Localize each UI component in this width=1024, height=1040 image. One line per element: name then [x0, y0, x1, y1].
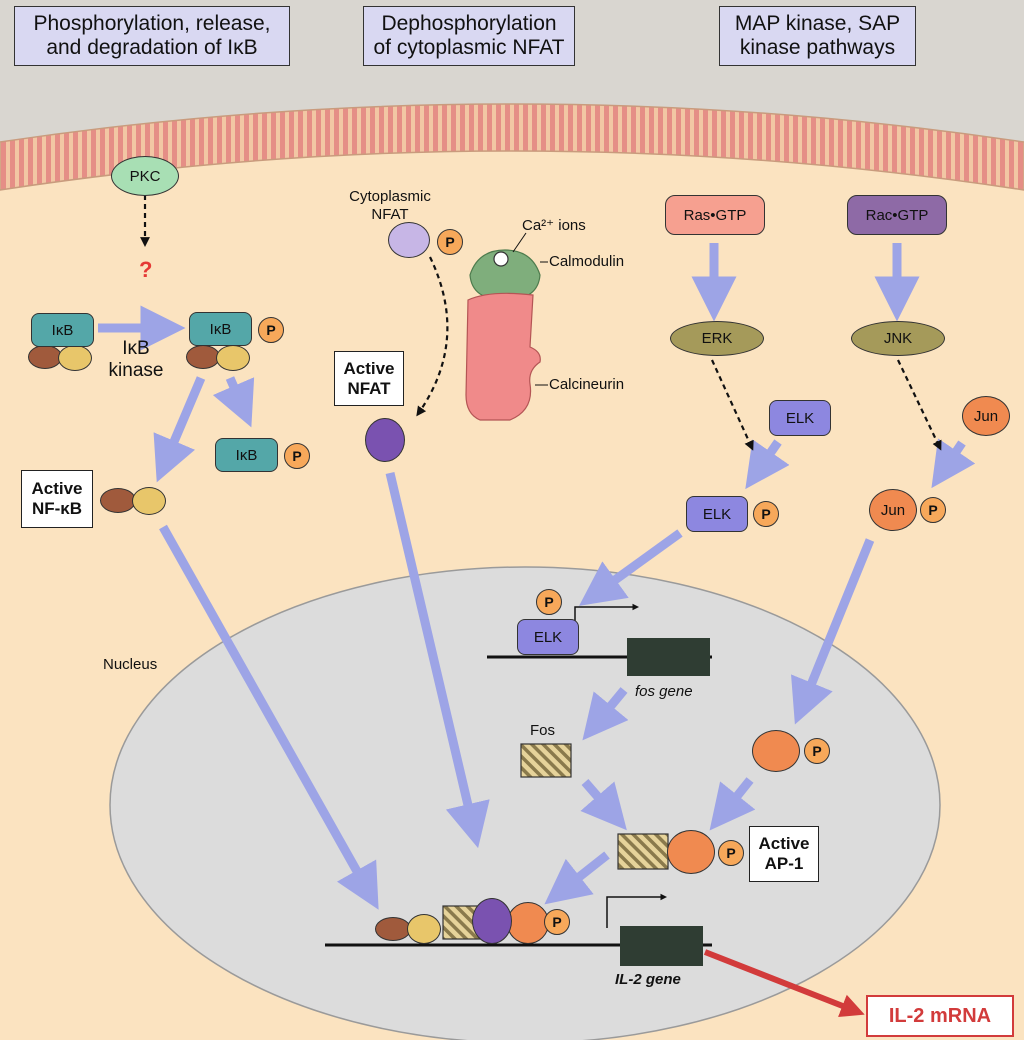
cytoplasmic-nfat-label: Cytoplasmic NFAT — [349, 188, 431, 223]
il2-mrna-box: IL-2 mRNA — [866, 995, 1014, 1037]
ikb-kinase-label: IκB kinase — [108, 338, 164, 381]
signal-arrows — [98, 243, 976, 910]
unknown-step-mark: ? — [139, 257, 153, 282]
plasma-membrane — [0, 103, 1024, 191]
active-ap1-box: Active AP-1 — [749, 826, 819, 882]
ikb-protein: IκB — [31, 313, 94, 347]
nfkb-subunit-yellow — [132, 487, 166, 515]
nfat-dephosphorylation-arrow — [416, 256, 449, 417]
erk-kinase: ERK — [670, 321, 764, 356]
fos-protein — [520, 743, 572, 778]
header-nfat-pathway: Dephosphorylation of cytoplasmic NFAT — [363, 6, 575, 66]
nfat-to-nucleus-arrow — [385, 471, 490, 849]
ras-gtp: Ras•GTP — [665, 195, 765, 235]
mrna-output-arrow — [703, 949, 865, 1018]
nfkb-to-nucleus-arrow — [159, 524, 379, 910]
phosphate-group: P — [920, 497, 946, 523]
jun-nuclear — [752, 730, 800, 772]
calcineurin-label: Calcineurin — [549, 376, 625, 393]
elk-protein-phosphorylated: ELK — [686, 496, 748, 532]
erk-to-elk-arrow — [710, 359, 754, 451]
ikb-protein: IκB — [189, 312, 252, 346]
nfkb-release-arrow — [153, 376, 206, 483]
ap1-fos — [617, 833, 669, 870]
ca-ions-leader — [512, 232, 527, 253]
ikb-degradation-arrow — [212, 376, 255, 428]
phosphate-group: P — [753, 501, 779, 527]
active-nfat — [365, 418, 405, 462]
active-nfkb-box: Active NF-κB — [21, 470, 93, 528]
jun-to-ap1-arrow — [709, 777, 756, 831]
jun-protein-phosphorylated: Jun — [869, 489, 917, 531]
ap1-to-il2-arrow — [544, 851, 610, 905]
il2-complex-nfat — [472, 898, 512, 944]
jnk-kinase: JNK — [851, 321, 945, 356]
elk-protein: ELK — [769, 400, 831, 436]
phosphate-group: P — [804, 738, 830, 764]
nfkb-subunit-brown — [186, 345, 220, 369]
nfkb-subunit-brown — [100, 488, 136, 513]
calmodulin-label: Calmodulin — [549, 253, 625, 270]
jnk-to-jun-arrow — [897, 359, 942, 451]
active-nfat-box: Active NFAT — [334, 351, 404, 406]
elk-on-dna: ELK — [517, 619, 579, 655]
phosphate-group: P — [544, 909, 570, 935]
il2-complex-jun — [507, 902, 549, 944]
il2-gene-label: IL-2 gene — [615, 971, 681, 988]
jun-protein: Jun — [962, 396, 1010, 436]
ap1-jun — [667, 830, 715, 874]
il2-gene — [620, 926, 703, 966]
phosphate-group: P — [718, 840, 744, 866]
pkc-molecule: PKC — [111, 156, 179, 196]
nfkb-subunit-yellow — [216, 345, 250, 371]
ikb-protein-free: IκB — [215, 438, 278, 472]
calcium-ion — [493, 251, 509, 267]
elk-to-nucleus-arrow — [579, 529, 683, 606]
nucleus — [109, 566, 941, 1040]
header-ikb-pathway: Phosphorylation, release, and degradatio… — [14, 6, 290, 66]
fos-label: Fos — [530, 722, 556, 739]
nfkb-subunit-yellow — [58, 345, 92, 371]
nucleus-label: Nucleus — [103, 656, 158, 673]
cytoplasmic-nfat — [388, 222, 430, 258]
jun-phosphorylation-arrow — [931, 438, 976, 489]
nfkb-subunit-brown — [375, 917, 411, 941]
ca-ions-label: Ca²⁺ ions — [522, 217, 586, 234]
fos-gene — [627, 638, 710, 676]
fos-to-ap1-arrow — [580, 779, 627, 831]
dotted-arrows — [140, 195, 942, 451]
nfkb-subunit-yellow — [407, 914, 441, 944]
phosphate-group: P — [536, 589, 562, 615]
phosphate-group: P — [284, 443, 310, 469]
jun-to-nucleus-arrow — [791, 538, 875, 725]
header-mapk-pathway: MAP kinase, SAP kinase pathways — [719, 6, 916, 66]
calcineurin — [465, 292, 541, 421]
phosphate-group: P — [437, 229, 463, 255]
fos-translation-arrow — [582, 687, 629, 741]
elk-phosphorylation-arrow — [745, 439, 790, 490]
il2-transcription-arrow — [606, 893, 668, 928]
phosphate-group: P — [258, 317, 284, 343]
nfkb-subunit-brown — [28, 345, 62, 369]
fos-gene-label: fos gene — [635, 683, 693, 700]
rac-gtp: Rac•GTP — [847, 195, 947, 235]
